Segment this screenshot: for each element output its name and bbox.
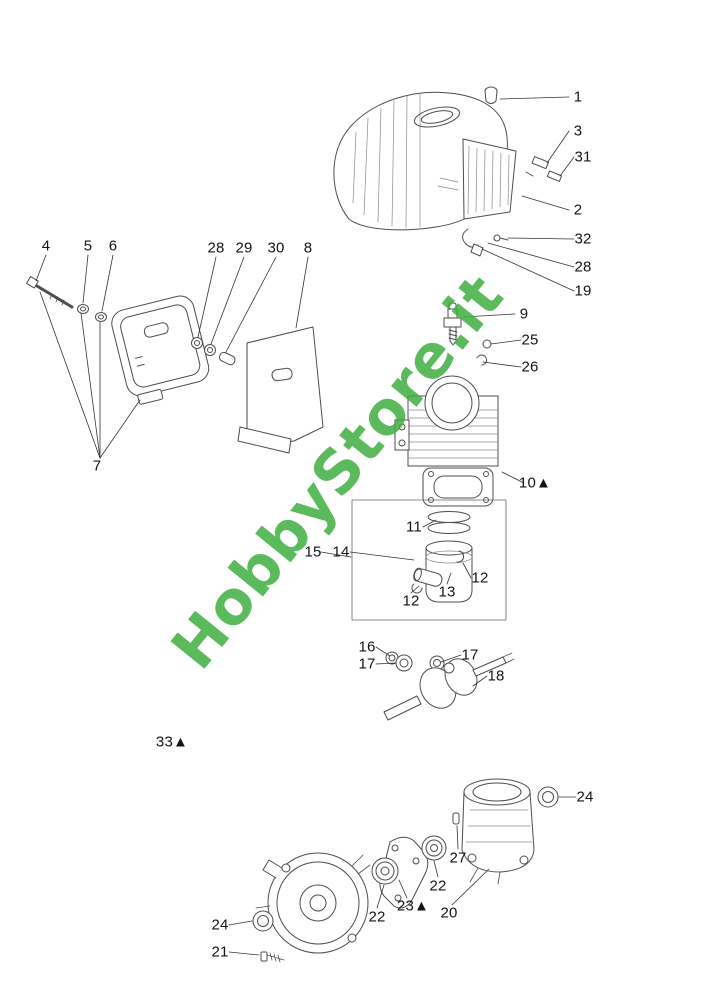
callout-17-b: 17 — [461, 646, 479, 664]
callout-17-a: 17 — [358, 655, 376, 673]
muffler-part — [111, 295, 210, 405]
callout-6: 6 — [108, 237, 118, 255]
callout-24-a: 24 — [576, 788, 594, 806]
callout-25: 25 — [521, 331, 539, 349]
callout-9: 9 — [519, 305, 529, 323]
callout-21: 21 — [211, 943, 229, 961]
callout-24-b: 24 — [211, 916, 229, 934]
crankshaft-part — [383, 652, 515, 721]
bolt-washer-parts — [77, 304, 107, 322]
oil-seal-parts — [252, 786, 559, 932]
callout-23: 23▲ — [396, 897, 430, 915]
muffler-washer-parts — [191, 337, 236, 366]
callout-30: 30 — [267, 239, 285, 257]
crankshaft-washer-parts — [385, 651, 445, 672]
callout-28-muffler: 28 — [207, 239, 225, 257]
callout-5: 5 — [83, 237, 93, 255]
callout-11: 11 — [406, 518, 422, 536]
exhaust-plate-part — [237, 326, 324, 454]
screw-part — [260, 951, 285, 963]
callout-32: 32 — [574, 230, 592, 248]
plug-washer-parts — [476, 339, 492, 366]
callout-12-b: 12 — [402, 592, 420, 610]
callout-14: 14 — [332, 543, 350, 561]
crankcase-flywheel-part — [255, 852, 371, 954]
crankcase-clutch-part — [461, 778, 535, 885]
leader-lines — [35, 96, 577, 956]
cylinder-part — [394, 375, 499, 467]
callout-8: 8 — [303, 239, 313, 257]
callout-26: 26 — [521, 358, 539, 376]
pin-clip-parts — [411, 550, 465, 594]
callout-10: 10▲ — [518, 474, 552, 492]
clip-parts — [462, 228, 509, 257]
dowel-pin-part — [452, 812, 460, 825]
bearing-parts — [371, 835, 447, 885]
callout-19: 19 — [574, 282, 592, 300]
callout-12-a: 12 — [471, 569, 489, 587]
callout-16: 16 — [358, 638, 376, 656]
muffler-bolt-part — [26, 276, 74, 309]
callout-29: 29 — [235, 239, 253, 257]
spark-plug-part — [443, 302, 462, 346]
callout-20: 20 — [440, 904, 458, 922]
callout-3: 3 — [573, 122, 583, 140]
callout-7: 7 — [92, 457, 102, 475]
callout-18: 18 — [487, 667, 505, 685]
callout-28-top: 28 — [574, 258, 592, 276]
callout-1: 1 — [573, 88, 583, 106]
callout-33: 33▲ — [155, 733, 189, 751]
callout-27: 27 — [449, 849, 467, 867]
bracket-parts — [525, 156, 563, 182]
crankcase-gasket-part — [379, 836, 429, 909]
callout-22-b: 22 — [368, 908, 386, 926]
piston-rings-part — [427, 511, 471, 534]
callout-2: 2 — [573, 201, 583, 219]
piston-pin-part — [413, 567, 443, 587]
callout-15: 15 — [304, 543, 322, 561]
callout-22-a: 22 — [429, 877, 447, 895]
knob-part — [484, 86, 498, 104]
piston-assembly-box — [351, 499, 507, 621]
cover-side-panel-part — [462, 138, 517, 220]
callout-4: 4 — [41, 237, 51, 255]
callout-31: 31 — [574, 148, 592, 166]
callout-13: 13 — [438, 583, 456, 601]
